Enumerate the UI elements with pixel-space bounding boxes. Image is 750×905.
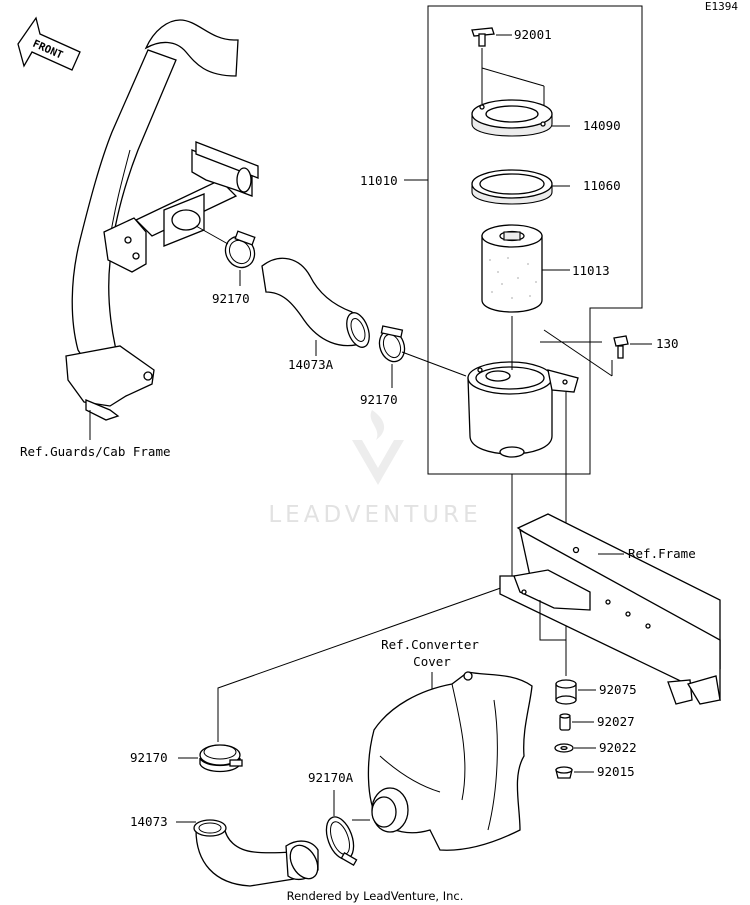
ref-converter-label-line2: Cover <box>413 654 451 669</box>
front-arrow-icon: FRONT <box>17 16 81 71</box>
converter-cover <box>367 671 533 851</box>
hose-clamp-92170A <box>325 816 358 866</box>
leader-housing-to-lower-clamp <box>217 474 513 742</box>
intake-hose-14073 <box>193 819 319 887</box>
gasket-11060 <box>471 169 553 205</box>
cab-frame-tube <box>65 19 259 421</box>
part-92170-low: 92170 <box>130 750 168 765</box>
part-92170-mid: 92170 <box>360 392 398 407</box>
nut-92015 <box>555 766 573 779</box>
filter-element-11013 <box>481 224 543 313</box>
part-14073A: 14073A <box>288 357 334 372</box>
part-130: 130 <box>656 336 679 351</box>
wing-bolt-92001 <box>471 27 495 47</box>
intake-hose-14073A <box>261 257 370 348</box>
part-14073: 14073 <box>130 814 168 829</box>
credit-text: Rendered by LeadVenture, Inc. <box>287 889 464 903</box>
part-11013: 11013 <box>572 263 610 278</box>
assembly-frame-11010 <box>427 5 643 475</box>
part-14090: 14090 <box>583 118 621 133</box>
hose-clamp-top <box>224 230 256 269</box>
ref-converter-label-line1: Ref.Converter <box>381 637 479 652</box>
part-11060: 11060 <box>583 178 621 193</box>
part-92015: 92015 <box>597 764 635 779</box>
part-92027: 92027 <box>597 714 635 729</box>
part-92022: 92022 <box>599 740 637 755</box>
part-92170-top: 92170 <box>212 291 250 306</box>
washer-92022 <box>554 743 574 753</box>
part-92170A: 92170A <box>308 770 354 785</box>
part-92001: 92001 <box>514 27 552 42</box>
leader-bolt-diagonal <box>543 329 613 377</box>
part-11010: 11010 <box>360 173 398 188</box>
vehicle-frame <box>499 513 721 705</box>
air-cleaner-housing <box>467 361 579 458</box>
collar-92027 <box>559 713 571 731</box>
leader-92001-b <box>481 67 545 87</box>
ref-frame-label: Ref.Frame <box>628 546 696 561</box>
rubber-mount-92075 <box>555 679 577 705</box>
leader-92170-top-a <box>195 225 229 245</box>
watermark-text: LEADVENTURE <box>268 502 481 528</box>
ref-guards-label: Ref.Guards/Cab Frame <box>20 444 171 459</box>
hose-clamp-mid <box>378 325 406 363</box>
cover-plate-14090 <box>471 99 553 137</box>
bolt-130 <box>613 335 629 359</box>
watermark-logo <box>352 410 404 485</box>
diagram-code: E1394 <box>705 0 738 13</box>
part-92075: 92075 <box>599 682 637 697</box>
hose-clamp-low <box>199 744 243 773</box>
leader-frame-mount <box>539 600 566 641</box>
leader-clamp-to-housing <box>401 351 467 377</box>
